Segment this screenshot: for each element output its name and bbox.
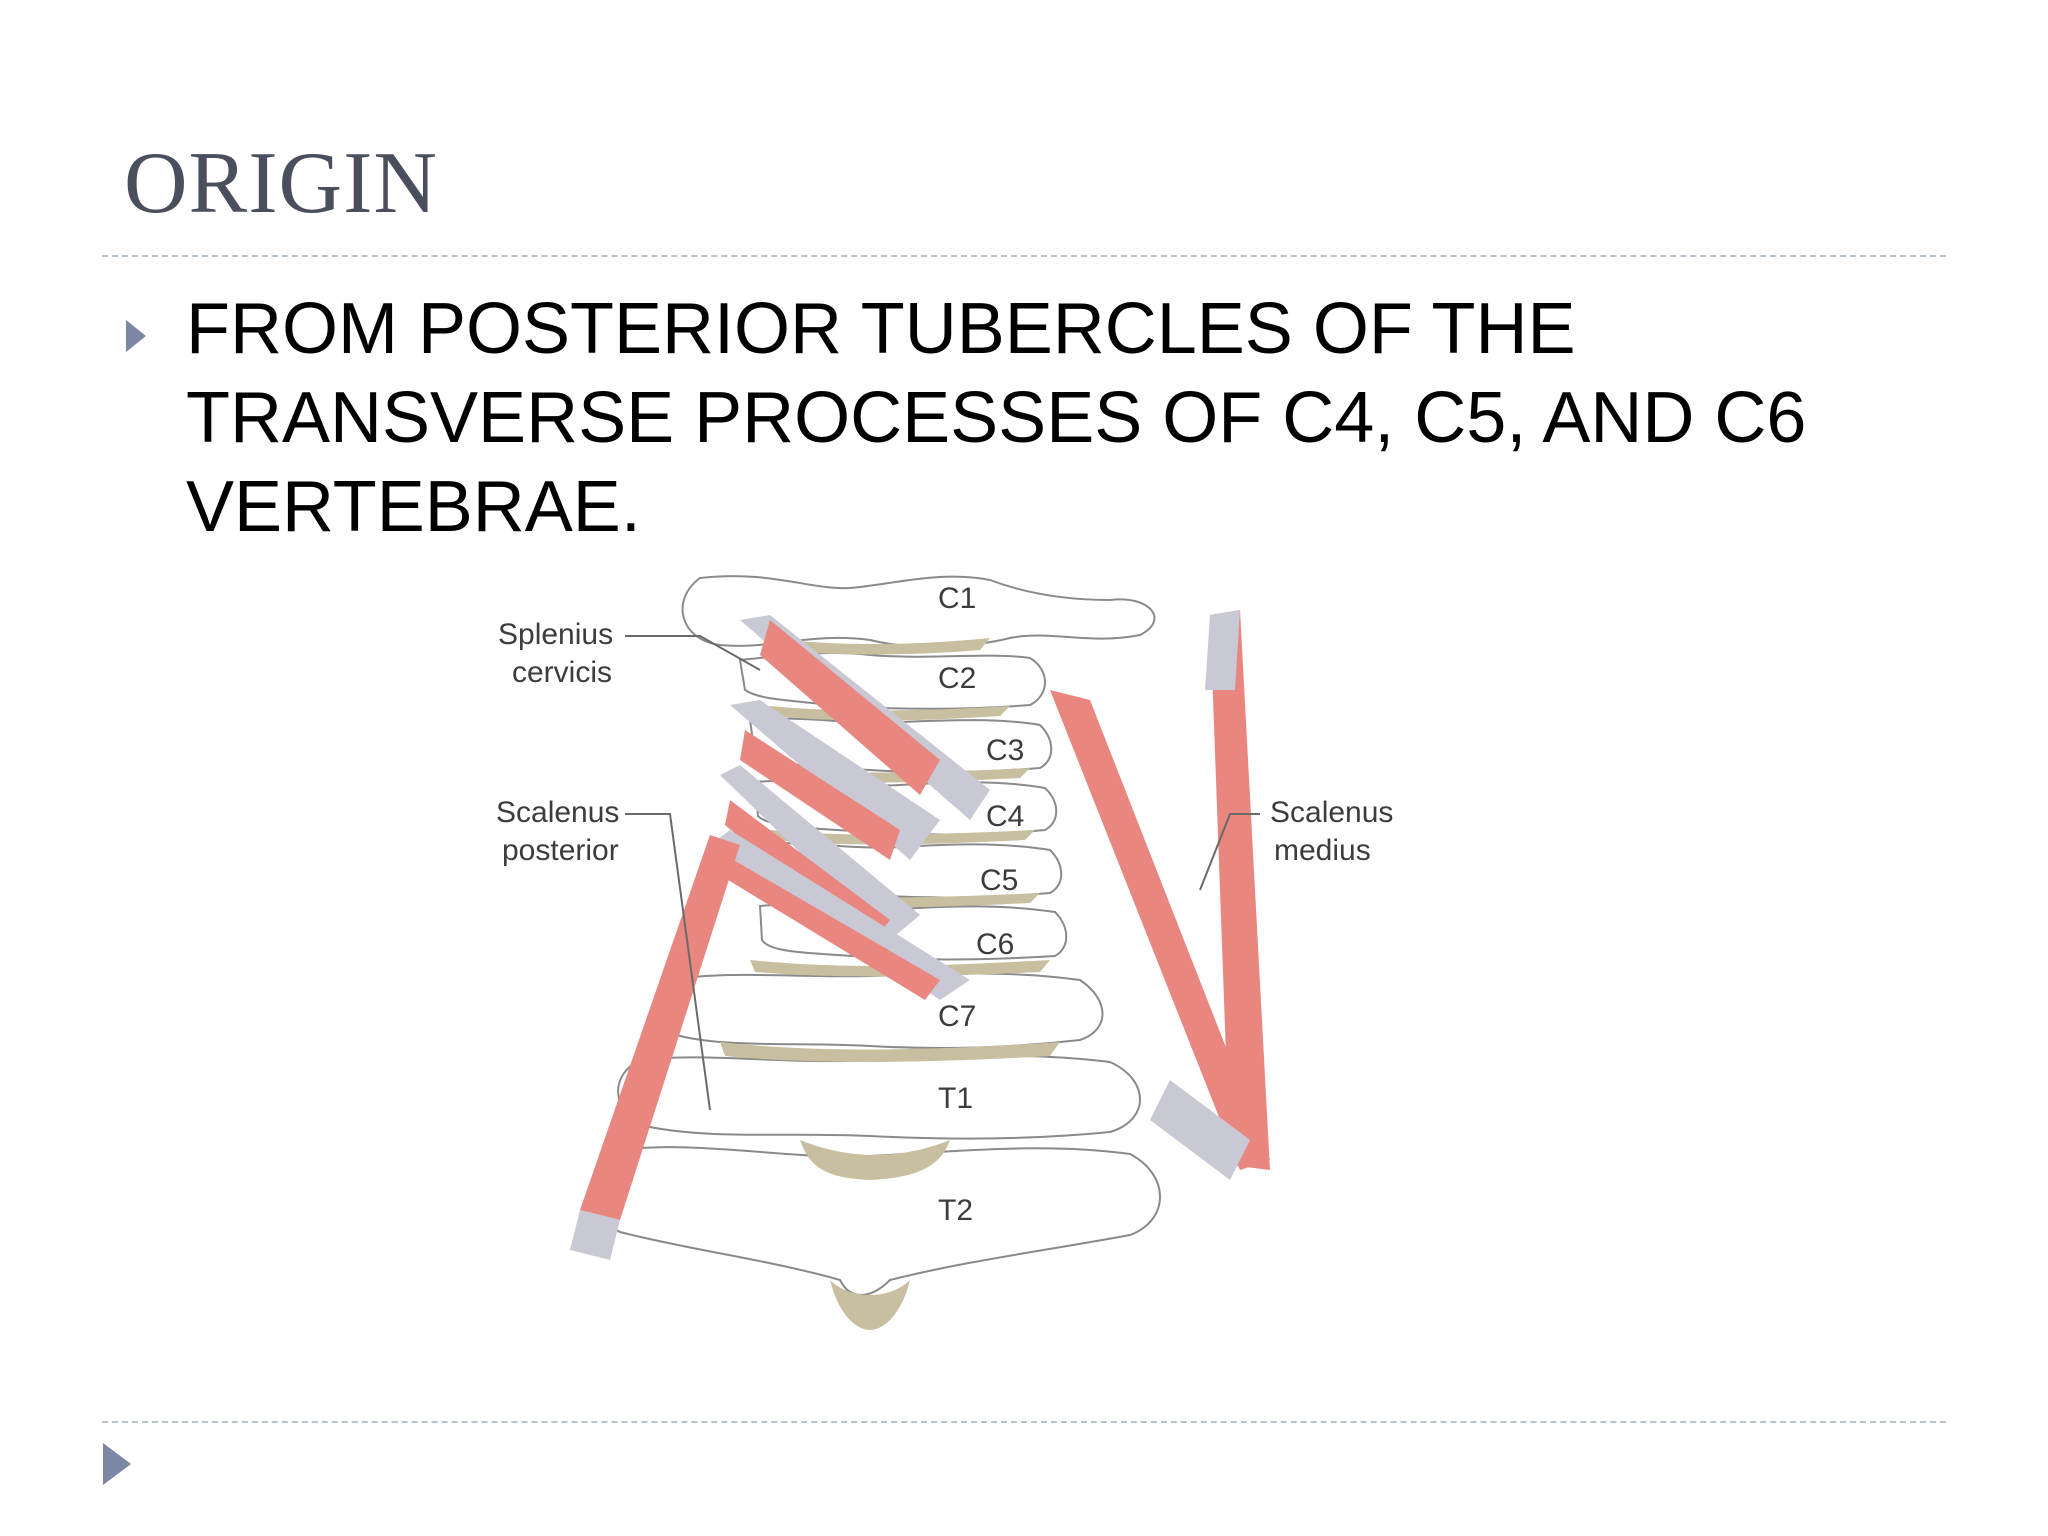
scalenus-posterior-label-line2: posterior bbox=[502, 834, 619, 867]
splenius-label-line1: Splenius bbox=[498, 618, 613, 651]
scalenus-medius-muscle bbox=[1050, 610, 1270, 1180]
splenius-label-line2: cervicis bbox=[512, 656, 612, 689]
scalenus-posterior-label-line1: Scalenus bbox=[496, 796, 619, 829]
splenius-cervicis-muscle bbox=[710, 615, 990, 1000]
vertebra-label-t2: T2 bbox=[938, 1194, 973, 1227]
vertebra-label-c7: C7 bbox=[938, 1000, 976, 1033]
vertebra-label-c6: C6 bbox=[976, 928, 1014, 961]
scalenus-posterior-muscle bbox=[570, 835, 740, 1260]
vertebra-label-c5: C5 bbox=[980, 864, 1018, 897]
vertebra-label-c1: C1 bbox=[938, 582, 976, 615]
bullet-text: FROM POSTERIOR TUBERCLES OF THE TRANSVER… bbox=[186, 289, 1807, 547]
next-slide-arrow-icon[interactable] bbox=[103, 1443, 131, 1485]
cervical-spine-figure: Splenius cervicis Scalenus posterior Sca… bbox=[496, 575, 1393, 1330]
vertebra-label-t1: T1 bbox=[938, 1082, 973, 1115]
bullet-item: FROM POSTERIOR TUBERCLES OF THE TRANSVER… bbox=[126, 285, 1926, 552]
vertebra-label-c4: C4 bbox=[986, 800, 1024, 833]
scalenus-medius-label-line2: medius bbox=[1274, 834, 1371, 867]
slide-title: ORIGIN bbox=[124, 135, 438, 232]
scalenus-medius-label-line1: Scalenus bbox=[1270, 796, 1393, 829]
triangle-bullet-icon bbox=[126, 320, 146, 352]
title-divider bbox=[102, 255, 1946, 257]
vertebra-label-c3: C3 bbox=[986, 734, 1024, 767]
footer-divider bbox=[102, 1421, 1946, 1423]
vertebra-label-c2: C2 bbox=[938, 662, 976, 695]
label-leader-lines bbox=[625, 635, 1260, 1111]
